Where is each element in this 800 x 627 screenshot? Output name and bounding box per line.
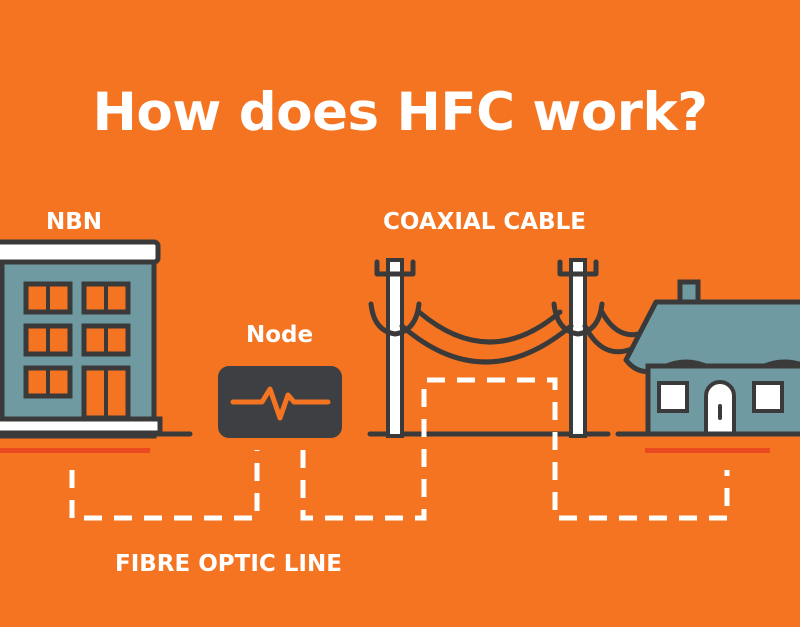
node-label: Node [246,322,314,348]
page-title: How does HFC work? [92,82,708,143]
nbn-building [0,239,193,439]
coaxial-cable-label: COAXIAL CABLE [383,209,586,235]
node-box [218,366,342,438]
nbn-label: NBN [46,209,103,235]
nbn-ground-highlight [0,448,150,453]
house-ground-highlight [645,448,770,453]
pulse-icon [230,386,331,421]
house [615,279,800,437]
coaxial-cable-lines [399,309,653,365]
fibre-optic-line-label: FIBRE OPTIC LINE [115,551,342,577]
fibre-optic-dashed-lines [69,377,730,521]
house-window-left [657,381,689,413]
house-window-right [752,381,784,413]
utility-poles [367,258,611,438]
